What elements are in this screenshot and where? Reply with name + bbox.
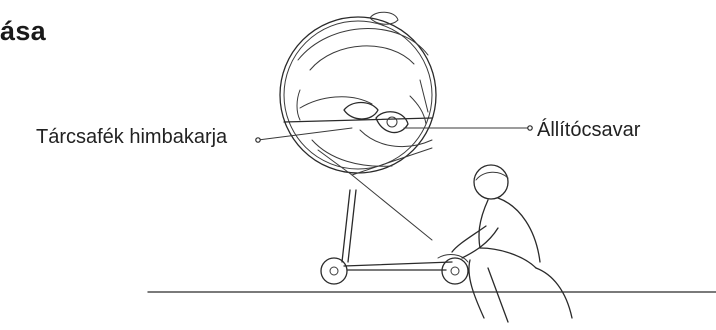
person bbox=[452, 165, 572, 322]
magnified-brake-detail bbox=[280, 12, 436, 173]
scooter bbox=[321, 190, 468, 284]
left-leader-line bbox=[258, 128, 352, 140]
